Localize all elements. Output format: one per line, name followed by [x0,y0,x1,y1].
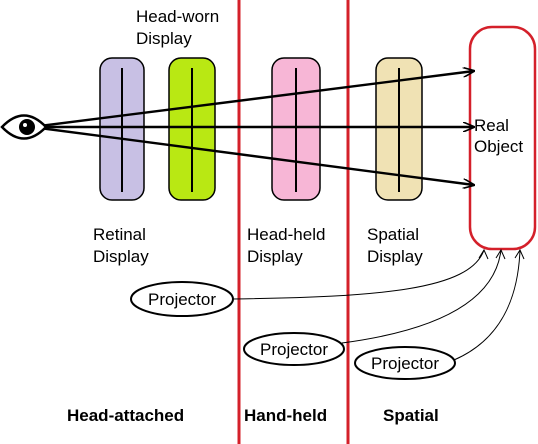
retinal-label-line-1: Retinal [93,225,146,244]
head-worn-label-line-2: Display [136,29,192,48]
category-hand-held: Hand-held [244,406,327,425]
head-held-label-line-1: Head-held [247,225,325,244]
retinal-display-panel [99,57,145,201]
head-held-display-panel [271,57,321,201]
retinal-label-line-2: Display [93,247,149,266]
head-worn-label-line-1: Head-worn [136,7,219,26]
projector-3: Projector [354,346,456,380]
projector-1: Projector [130,281,234,317]
projector-beam-2 [341,249,502,344]
projector-1-label: Projector [148,290,216,309]
real-object-box [468,25,537,251]
eye-icon [0,114,48,140]
real-object-label-line-1: Real [474,116,509,135]
projector-beam-1 [231,249,485,300]
projector-2-label: Projector [260,340,328,359]
spatial-display-label-line-1: Spatial [367,225,419,244]
spatial-display-panel [375,57,423,201]
projector-beam-3 [453,249,521,361]
sight-line-bottom [31,125,474,185]
projector-3-label: Projector [371,354,439,373]
real-object-label-line-2: Object [474,137,523,156]
category-head-attached: Head-attached [67,406,184,425]
head-held-label-line-2: Display [247,247,303,266]
category-spatial: Spatial [383,406,439,425]
head-worn-display-panel [168,57,216,201]
projector-2: Projector [243,332,345,366]
spatial-display-label-line-2: Display [367,247,423,266]
sight-line-top [31,71,474,129]
